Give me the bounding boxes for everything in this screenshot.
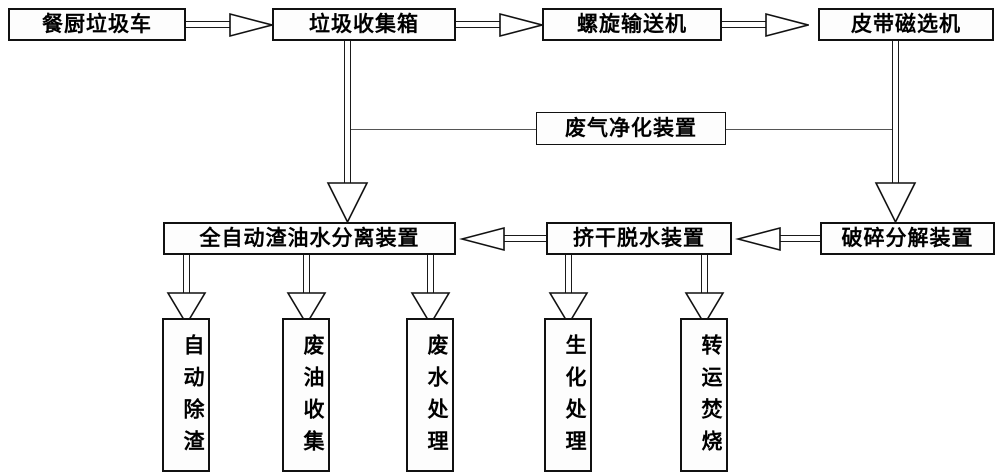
node-label: 废水处理: [425, 334, 449, 462]
node-waste-oil-collection: 废油收集: [282, 318, 330, 472]
node-auto-residue-removal: 自动除渣: [162, 318, 210, 472]
connector-magnetic-to-crusher: [892, 41, 899, 184]
arrowhead-magnetic-to-crusher: [873, 182, 918, 224]
arrowhead-separator-to-wastewater: [410, 292, 451, 326]
node-belt-magnetic-separator: 皮带磁选机: [818, 8, 994, 41]
arrowhead-separator-to-waste-oil: [286, 292, 327, 326]
node-label: 废气净化装置: [565, 116, 697, 140]
node-transfer-incineration: 转运焚烧: [680, 318, 728, 472]
arrowhead-conveyor-to-separator: [765, 10, 809, 40]
node-label: 自动除渣: [181, 334, 205, 462]
node-screw-conveyor: 螺旋输送机: [542, 8, 722, 41]
node-biochemical-treatment: 生化处理: [544, 318, 592, 472]
node-auto-residue-oil-water-separator: 全自动渣油水分离装置: [163, 222, 456, 255]
node-label: 全自动渣油水分离装置: [199, 226, 420, 250]
arrowhead-truck-to-bin: [229, 10, 273, 40]
node-label: 破碎分解装置: [841, 226, 974, 250]
connector-truck-to-bin: [186, 21, 231, 28]
node-label: 垃圾收集箱: [309, 12, 419, 36]
node-label: 挤干脱水装置: [573, 226, 705, 250]
connector-crusher-to-squeeze: [779, 235, 820, 242]
arrowhead-crusher-to-squeeze: [735, 224, 781, 254]
node-exhaust-gas-purification: 废气净化装置: [536, 112, 726, 145]
connector-separator-to-residue-removal: [183, 255, 190, 294]
arrowhead-bin-to-conveyor: [499, 10, 543, 40]
connector-separator-to-waste-oil: [303, 255, 310, 294]
connector-bin-to-oilwater-separator: [344, 41, 351, 184]
node-kitchen-waste-truck: 餐厨垃圾车: [8, 8, 186, 41]
node-squeeze-dewatering-device: 挤干脱水装置: [546, 222, 732, 255]
arrowhead-separator-to-residue-removal: [166, 292, 207, 326]
node-label: 餐厨垃圾车: [42, 12, 152, 36]
arrowhead-squeeze-to-incineration: [684, 292, 725, 326]
link-exhaust-to-right-trunk: [726, 129, 896, 130]
node-label: 转运焚烧: [699, 334, 723, 462]
arrowhead-bin-to-oilwater-separator: [325, 182, 370, 224]
node-wastewater-treatment: 废水处理: [406, 318, 454, 472]
arrowhead-squeeze-to-separator: [459, 224, 505, 254]
connector-separator-to-wastewater: [427, 255, 434, 294]
node-label: 皮带磁选机: [851, 12, 961, 36]
node-label: 螺旋输送机: [577, 12, 687, 36]
connector-squeeze-to-incineration: [701, 255, 708, 294]
link-left-trunk-to-exhaust: [348, 129, 536, 130]
connector-squeeze-to-separator: [503, 235, 546, 242]
node-label: 生化处理: [563, 334, 587, 462]
node-waste-collection-bin: 垃圾收集箱: [272, 8, 456, 41]
node-label: 废油收集: [301, 334, 325, 462]
connector-bin-to-conveyor: [456, 21, 501, 28]
node-crushing-decomposition-device: 破碎分解装置: [820, 222, 995, 255]
connector-squeeze-to-biochemical: [565, 255, 572, 294]
connector-conveyor-to-separator: [722, 21, 767, 28]
arrowhead-squeeze-to-biochemical: [548, 292, 589, 326]
